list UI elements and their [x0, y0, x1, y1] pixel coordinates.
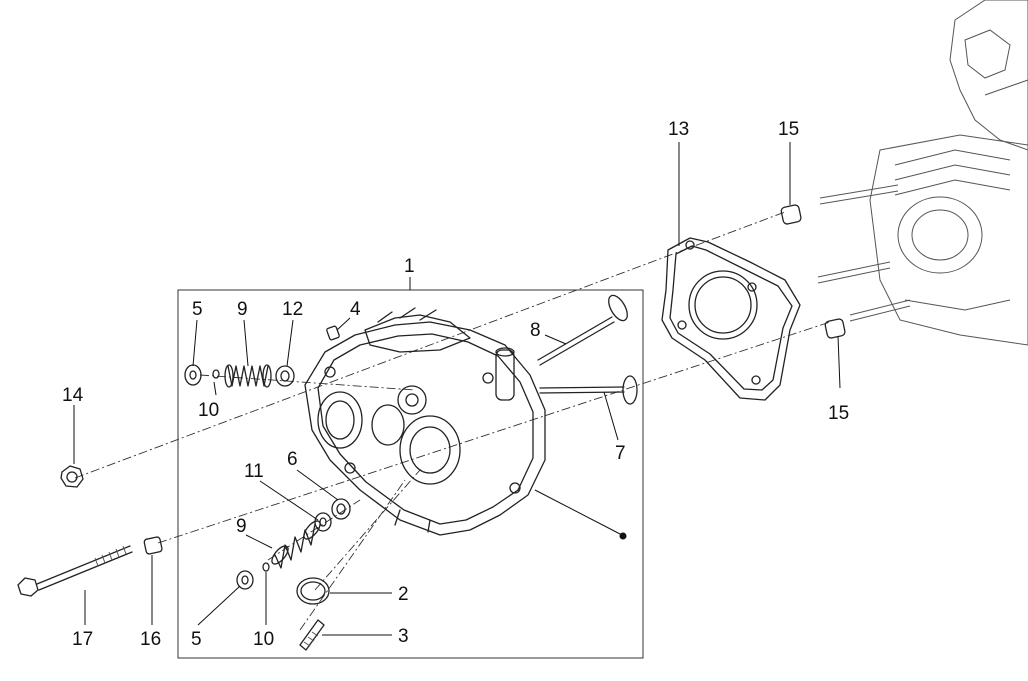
- callout-10-upper: 10: [198, 400, 219, 421]
- o-ring: [296, 577, 330, 605]
- callout-7: 7: [615, 443, 626, 464]
- reference-dot: [619, 532, 627, 540]
- callout-9-lower: 9: [236, 516, 247, 537]
- callout-2: 2: [398, 584, 409, 605]
- callout-6: 6: [287, 449, 298, 470]
- long-bolt-17: [17, 545, 133, 597]
- callout-14: 14: [62, 385, 84, 406]
- callout-15-lower: 15: [828, 403, 849, 424]
- spring-lower: [271, 520, 321, 569]
- callout-10-lower: 10: [253, 629, 274, 650]
- callout-17: 17: [72, 629, 93, 650]
- nut-14: [60, 465, 84, 488]
- stud-3: [299, 619, 325, 651]
- callout-1: 1: [404, 256, 415, 277]
- exhaust-valve: [539, 375, 638, 405]
- leader-lines: [73, 142, 841, 636]
- callout-4: 4: [350, 299, 361, 320]
- spring-upper: [224, 364, 272, 388]
- callout-11: 11: [244, 461, 264, 482]
- head-gasket: [661, 237, 801, 401]
- seal-upper: [275, 365, 295, 387]
- washer-6: [331, 498, 351, 520]
- dowel-pin-lower: [824, 318, 846, 339]
- cotter-upper: [212, 369, 220, 379]
- bushing-16: [143, 536, 163, 555]
- dowel-pin-upper: [780, 204, 802, 225]
- pin-4: [326, 325, 340, 341]
- engine-block: [817, 0, 1028, 346]
- alignment-axes: [74, 211, 831, 631]
- valve-cap-lower: [236, 570, 254, 590]
- callout-labels: 1 2 3 4 5 5 6 7 8 9 9 10 10 11 12 13 14 …: [62, 119, 849, 650]
- callout-13: 13: [668, 119, 689, 140]
- callout-3: 3: [398, 626, 409, 647]
- callout-15-upper: 15: [778, 119, 799, 140]
- callout-12: 12: [282, 299, 303, 320]
- callout-9-upper: 9: [237, 299, 248, 320]
- callout-5-lower: 5: [191, 629, 202, 650]
- callout-16: 16: [140, 629, 161, 650]
- callout-5-upper: 5: [192, 299, 203, 320]
- seal-lower: [314, 512, 332, 532]
- intake-valve: [537, 294, 628, 366]
- valve-cap-upper: [184, 364, 202, 386]
- cylinder-head: [304, 307, 546, 536]
- cotter-lower: [262, 562, 270, 572]
- callout-8: 8: [530, 320, 541, 341]
